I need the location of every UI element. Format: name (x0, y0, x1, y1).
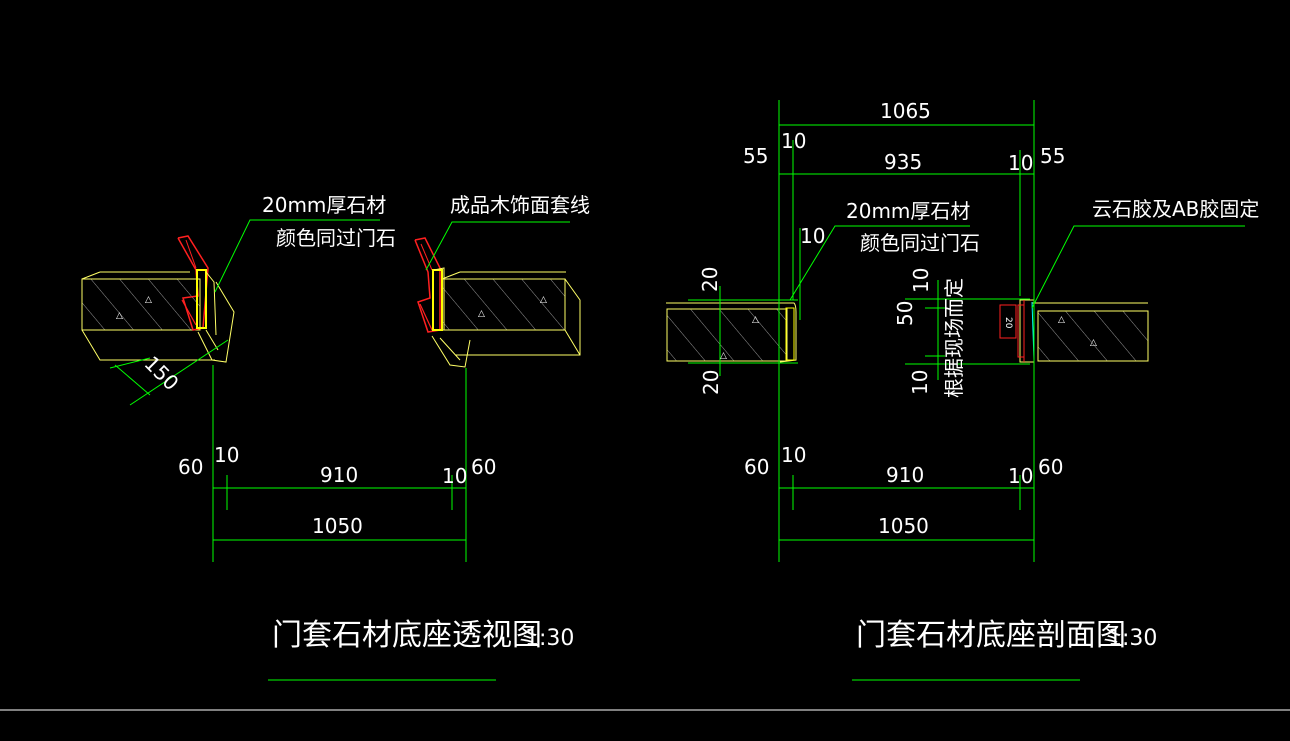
section-left-wall: △ △ (666, 302, 788, 362)
right-view-title-block: 门套石材底座剖面图 1:30 (852, 618, 1157, 681)
dim-top-total-1065: 1065 (880, 99, 931, 123)
left-bottom-dimensions: 60 10 910 10 60 1050 (178, 365, 496, 562)
section-left-vertical-dimensions: 10 20 20 (688, 224, 825, 395)
concrete-aggregate-mark: △ (116, 311, 123, 321)
dim-top-10-right: 10 (1008, 151, 1033, 175)
label-glue: 云石胶及AB胶固定 (1092, 197, 1259, 221)
dim-left-10: 10 (214, 443, 239, 467)
section-label-stone-line2: 颜色同过门石 (860, 231, 980, 255)
concrete-aggregate-mark: △ (752, 315, 759, 325)
left-perspective-view: △ △ 150 △ (81, 193, 590, 681)
left-annotation-stone: 20mm厚石材 颜色同过门石 (214, 193, 396, 293)
section-bottom-dimensions: 60 10 910 10 60 1050 (744, 443, 1063, 541)
label-site-determined: 根据现场而定 (942, 278, 966, 398)
dim-top-inner-935: 935 (884, 150, 922, 174)
dim-left-60: 60 (178, 455, 203, 479)
label-stone-line1: 20mm厚石材 (262, 193, 386, 217)
left-view-title: 门套石材底座透视图 (272, 618, 542, 653)
right-view-title: 门套石材底座剖面图 (856, 618, 1126, 653)
section-right-stone: 20 (999, 299, 1035, 363)
dim-10-vertical: 10 (800, 224, 825, 248)
dim-50: 50 (893, 301, 917, 326)
right-stone-base (431, 267, 471, 368)
label-stone-line2: 颜色同过门石 (276, 226, 396, 250)
dim-20-top: 20 (698, 267, 722, 292)
section-dim-bottom-60-left: 60 (744, 455, 769, 479)
left-view-scale: 1:30 (525, 626, 574, 651)
left-annotation-trim: 成品木饰面套线 (425, 193, 590, 271)
section-dim-bottom-10-right: 10 (1008, 464, 1033, 488)
dim-top-55-left: 55 (743, 144, 768, 168)
concrete-aggregate-mark: △ (720, 351, 727, 361)
section-middle-vertical-dimensions: 10 50 10 根据现场而定 (893, 268, 1030, 398)
dim-10-a: 10 (909, 268, 933, 293)
concrete-aggregate-mark: △ (478, 309, 485, 319)
left-view-title-block: 门套石材底座透视图 1:30 (268, 618, 574, 681)
right-section-view: △ △ △ △ 20 (666, 99, 1259, 681)
concrete-aggregate-mark: △ (540, 295, 547, 305)
dim-right-60: 60 (471, 455, 496, 479)
section-left-stone (779, 302, 797, 363)
section-dim-bottom-910: 910 (886, 463, 924, 487)
section-annotation-glue: 云石胶及AB胶固定 (1031, 197, 1259, 309)
section-annotation-stone: 20mm厚石材 颜色同过门石 (789, 199, 980, 301)
section-label-stone-line1: 20mm厚石材 (846, 199, 970, 223)
dim-top-55-right: 55 (1040, 144, 1065, 168)
concrete-aggregate-mark: △ (1058, 315, 1065, 325)
dim-total-1050: 1050 (312, 514, 363, 538)
section-top-dimensions: 1065 55 10 935 10 55 (743, 99, 1065, 562)
dim-10-b: 10 (908, 370, 932, 395)
section-dim-bottom-1050: 1050 (878, 514, 929, 538)
dim-angle-150: 150 (140, 351, 184, 395)
left-angle-dimension: 150 (109, 339, 229, 406)
right-wall-block: △ △ (441, 271, 581, 356)
concrete-aggregate-mark: △ (145, 295, 152, 305)
section-dim-bottom-60-right: 60 (1038, 455, 1063, 479)
section-right-wall: △ △ (1032, 302, 1149, 362)
left-stone-base (196, 269, 235, 363)
label-wood-trim: 成品木饰面套线 (450, 193, 590, 217)
dim-top-10-left: 10 (781, 129, 806, 153)
concrete-aggregate-mark: △ (1090, 338, 1097, 348)
dim-20-bottom: 20 (699, 370, 723, 395)
left-wall-block: △ △ (81, 271, 215, 361)
section-dim-bottom-10-left: 10 (781, 443, 806, 467)
dim-right-10: 10 (442, 464, 467, 488)
dim-small-20: 20 (1003, 317, 1013, 329)
dim-inner-910: 910 (320, 463, 358, 487)
right-view-scale: 1:30 (1108, 626, 1157, 651)
right-wood-trim (414, 237, 441, 333)
